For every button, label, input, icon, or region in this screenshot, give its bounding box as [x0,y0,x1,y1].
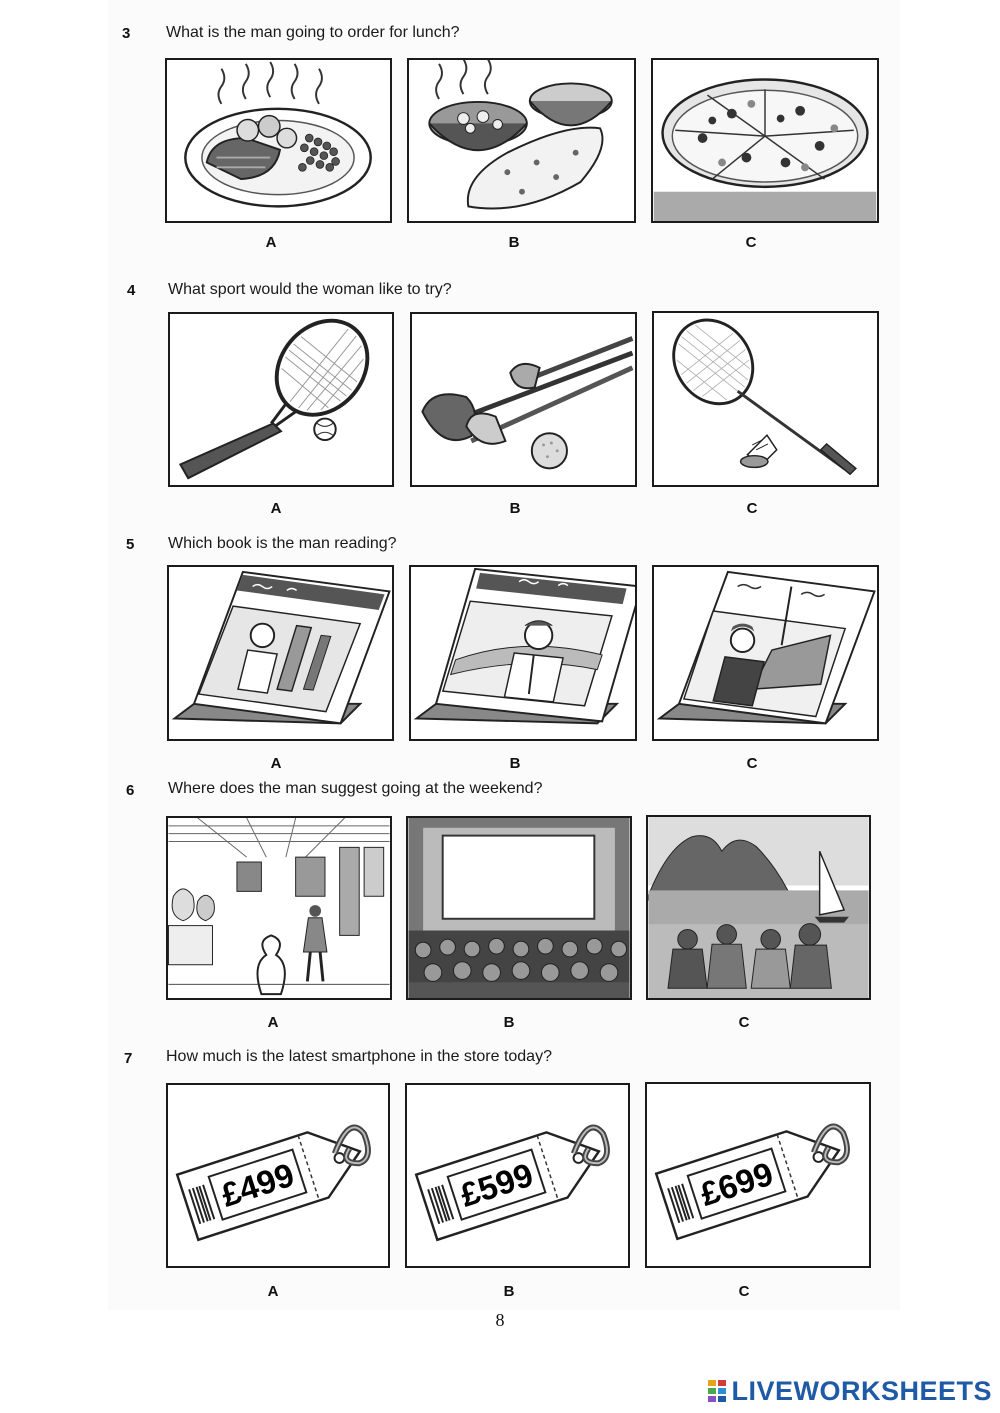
liveworksheets-logo: LIVEWORKSHEETS [707,1374,992,1408]
question-5-number: 5 [126,536,135,553]
golf-clubs-ball-icon [421,336,634,470]
q6-option-c-image[interactable] [646,815,871,1000]
pizza-icon [653,78,877,221]
book-sailor-boat-cover-icon [656,570,876,725]
q7-option-a-image[interactable]: £499 [166,1083,390,1268]
book-astronaut-cover-icon [171,570,391,725]
curry-rice-naan-icon [428,60,613,210]
question-5-text: Which book is the man reading? [168,535,397,552]
q4-option-b-image[interactable] [410,312,637,487]
q5-option-b-label: B [509,755,521,772]
question-7-number: 7 [124,1050,133,1067]
q4-option-a-label: A [270,500,282,517]
liveworksheets-mark-icon [708,1380,727,1402]
page-number: 8 [495,1310,505,1330]
beach-sailboat-icon [648,817,869,998]
question-4-number: 4 [127,282,136,299]
badminton-racket-shuttlecock-icon [661,313,857,476]
q7-option-c-image[interactable]: £699 [645,1082,871,1268]
price-tag-icon: £599 [414,1124,610,1242]
q5-option-a-image[interactable] [167,565,394,741]
q3-option-a-label: A [265,234,277,251]
q5-option-a-label: A [270,755,282,772]
cinema-screen-icon [408,818,630,998]
q3-option-b-image[interactable] [407,58,636,223]
question-3-text: What is the man going to order for lunch… [166,24,460,41]
q6-option-b-image[interactable] [406,816,632,1000]
q3-option-c-image[interactable] [651,58,879,223]
question-3-number: 3 [122,25,131,42]
q3-option-b-label: B [508,234,520,251]
q6-option-a-label: A [267,1014,279,1031]
q5-option-c-label: C [746,755,758,772]
q4-option-a-image[interactable] [168,312,394,487]
q3-option-c-label: C [745,234,757,251]
q5-option-c-image[interactable] [652,565,879,741]
q4-option-b-label: B [509,500,521,517]
q6-option-a-image[interactable] [166,816,392,1000]
q7-option-a-label: A [267,1283,279,1300]
question-7-text: How much is the latest smartphone in the… [166,1048,552,1065]
question-6-text: Where does the man suggest going at the … [168,780,543,797]
q6-option-c-label: C [738,1014,750,1031]
tennis-racket-ball-icon [178,314,381,480]
q4-option-c-label: C [746,500,758,517]
q7-option-c-label: C [738,1283,750,1300]
plate-fish-potatoes-peas-icon [184,61,372,208]
question-6-number: 6 [126,782,135,799]
q5-option-b-image[interactable] [409,565,637,741]
q4-option-c-image[interactable] [652,311,879,487]
book-pilot-cover-icon [413,567,635,725]
brand-name: LIVEWORKSHEETS [731,1375,992,1406]
price-tag-icon: £499 [175,1124,371,1242]
q7-option-b-image[interactable]: £599 [405,1083,630,1268]
price-tag-icon: £699 [654,1123,850,1241]
question-4-text: What sport would the woman like to try? [168,281,452,298]
museum-gallery-icon [168,818,390,996]
q3-option-a-image[interactable] [165,58,392,223]
q7-option-b-label: B [503,1283,515,1300]
q6-option-b-label: B [503,1014,515,1031]
